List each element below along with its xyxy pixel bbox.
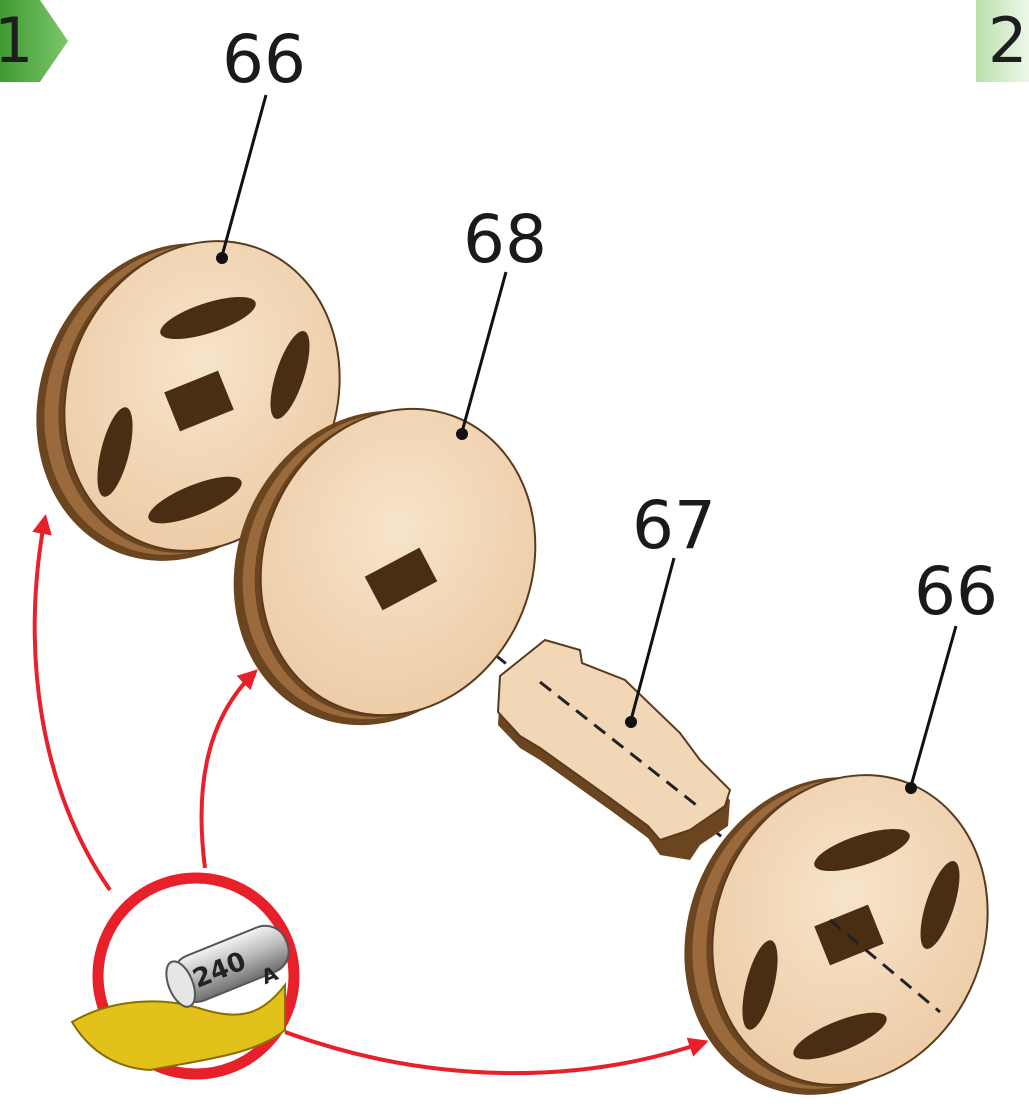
step-badge-1: 1 (0, 0, 68, 82)
part-number-66-bottom: 66 (914, 553, 998, 630)
wheel-bottom-right (684, 774, 989, 1095)
part-number-68: 68 (463, 201, 547, 278)
step-number-2: 2 (988, 4, 1027, 77)
spacer-disc (233, 407, 537, 726)
wheel-top-left (36, 240, 341, 561)
sandpaper-icon: 240 A (70, 872, 300, 1080)
step-badge-2: 2 (976, 0, 1029, 82)
part-number-66-top: 66 (222, 21, 306, 98)
label-wheel-top-left: 66 (216, 21, 306, 264)
label-spacer-disc: 68 (456, 201, 547, 440)
part-number-67: 67 (632, 487, 716, 564)
arrow-to-wheel-top (32, 514, 112, 892)
sanding-arrows (32, 514, 709, 1076)
arrow-to-spacer (199, 669, 258, 869)
label-axle-key: 67 (625, 487, 716, 728)
arrow-to-wheel-bottom (284, 1030, 709, 1076)
step-number-1: 1 (0, 4, 33, 77)
label-wheel-bottom-right: 66 (905, 553, 998, 794)
axle-key (496, 638, 732, 860)
